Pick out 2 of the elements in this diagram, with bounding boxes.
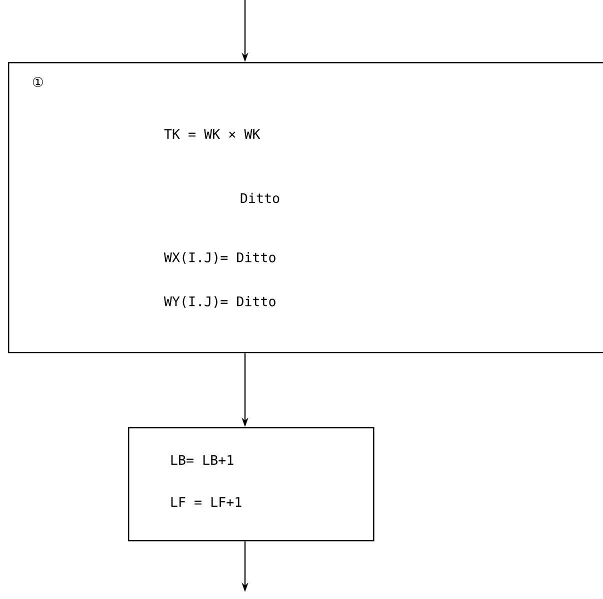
- process-box: LB= LB+1 LF = LF+1: [128, 427, 374, 542]
- process-box: ① TK = WK × WK Ditto WX(I.J)= Ditto WY(I.J)= Ditto: [8, 62, 603, 354]
